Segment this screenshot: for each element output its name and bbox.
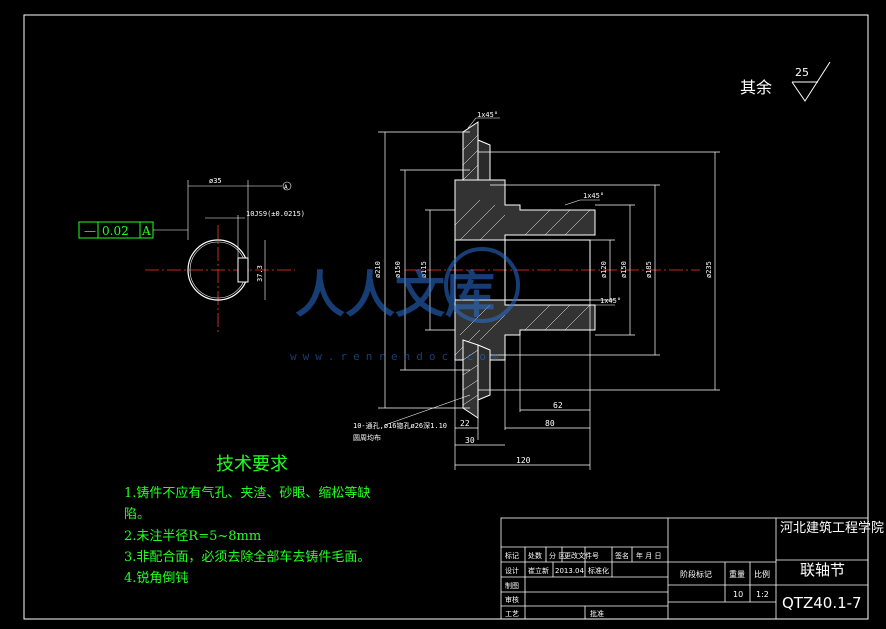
section-view: 1x45° 1x45° 1x45° ø210 ø150 ø115 ø120 ø1…: [353, 111, 720, 470]
keyway-dim: 10JS9(±0.0215): [246, 210, 305, 218]
tech-req-item-4: 3.非配合面，必须去除全部车去铸件毛面。: [124, 549, 370, 565]
key-view: A ø35 10JS9(±0.0215) 37.3 — 0.02 A: [78, 177, 305, 335]
keyway: [237, 257, 249, 283]
drawing-number: QTZ40.1-7: [782, 594, 862, 612]
roughness-label: 其余: [740, 78, 772, 97]
hdr-zone: 分 区: [549, 551, 565, 560]
approve-label: 批准: [590, 609, 604, 618]
school-name: 河北建筑工程学院: [780, 520, 884, 536]
tech-req-title: 技术要求: [216, 454, 288, 475]
dim-d7: ø235: [705, 261, 713, 278]
watermark-text: 人人文库: [295, 266, 495, 324]
check-label: 审核: [505, 595, 519, 604]
watermark-url: www.renrendoc.com: [290, 350, 505, 363]
hdr-sign: 签名: [615, 551, 629, 560]
dim-d5: ø150: [620, 261, 628, 278]
datum-ref: A: [284, 184, 288, 191]
title-block: [500, 517, 869, 620]
hdr-count: 处数: [528, 551, 542, 560]
design-date: 2013.04: [555, 567, 584, 575]
tolerance-frame: [78, 221, 188, 239]
dim-d6: ø185: [645, 261, 653, 278]
dim-l2: 80: [545, 419, 555, 428]
tech-req-item-1: 1.铸件不应有气孔、夹渣、砂眼、缩松等缺: [124, 485, 370, 501]
dim-l3: 22: [460, 419, 470, 428]
part-name: 联轴节: [800, 561, 845, 579]
hole-note-line1: 10-通孔,ø16锪孔ø26深1.10: [353, 421, 447, 430]
key-depth-dim: 37.3: [256, 265, 264, 282]
chamfer-bore-label: 1x45°: [600, 297, 621, 305]
tech-req-item-2: 陷。: [124, 507, 150, 522]
tolerance-datum: A: [141, 224, 151, 238]
dim-l4: 30: [465, 436, 475, 445]
tech-req-item-5: 4.锐角倒钝: [124, 571, 188, 586]
chamfer-mid-label: 1x45°: [583, 192, 604, 200]
designer-name: 崔立新: [528, 566, 549, 575]
weight-label: 重量: [729, 569, 745, 579]
roughness-symbol-icon: [791, 61, 831, 102]
tolerance-value: 0.02: [102, 224, 129, 238]
hub-upper: [454, 179, 596, 241]
weight-value: 10: [733, 590, 743, 599]
dim-l1: 62: [553, 401, 563, 410]
process-label: 工艺: [505, 610, 519, 618]
dim-d4: ø120: [600, 261, 608, 278]
tolerance-symbol: —: [84, 224, 96, 238]
scale-label: 比例: [754, 569, 770, 579]
hole-note-line2: 圆周均布: [353, 433, 381, 442]
watermark: 人人文库 www.renrendoc.com: [290, 247, 520, 363]
dim-l5: 120: [516, 456, 531, 465]
key-top-dim: ø35: [209, 177, 222, 185]
std-label: 标准化: [588, 566, 609, 575]
hdr-date: 年 月 日: [636, 551, 661, 560]
dim-d3: ø115: [420, 261, 428, 278]
chamfer-top-label: 1x45°: [477, 111, 498, 119]
tech-requirements: 技术要求 1.铸件不应有气孔、夹渣、砂眼、缩松等缺 陷。 2.未注半径R=5~8…: [124, 454, 370, 586]
drawing-border: [23, 14, 869, 620]
tech-req-item-3: 2.未注半径R=5~8mm: [124, 529, 261, 544]
dim-d2: ø150: [394, 261, 402, 278]
dim-d1: ø210: [374, 261, 382, 278]
design-label: 设计: [505, 566, 519, 575]
scale-value: 1:2: [756, 590, 769, 599]
roughness-value: 25: [795, 66, 809, 79]
stage-label: 阶段标记: [680, 569, 712, 579]
hdr-mark: 标记: [505, 551, 519, 560]
draw-label: 制图: [505, 581, 519, 590]
hdr-change-doc: 更改文件号: [564, 551, 599, 560]
